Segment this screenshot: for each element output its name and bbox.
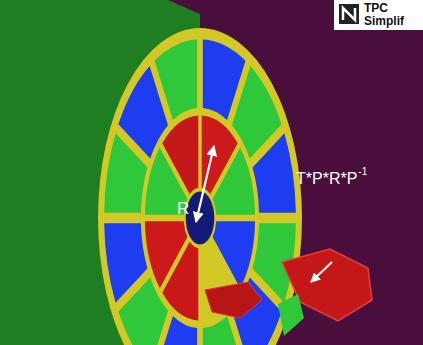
inner-sector: [213, 148, 255, 215]
outer-sector: [104, 223, 147, 302]
math-label: T*P*R*P: [296, 170, 357, 188]
extracted-sector: [205, 249, 372, 336]
logo-text: Simplif: [364, 15, 404, 28]
outer-sector: [155, 39, 198, 120]
outer-sector: [253, 133, 296, 212]
end-plate: [98, 28, 302, 345]
logo-text: TPC: [364, 2, 388, 15]
outer-sector: [203, 316, 246, 345]
center-hole: [186, 191, 215, 244]
cylinder-body: [0, 0, 200, 345]
transform-arrow: [311, 262, 332, 282]
superscript: -1: [358, 166, 367, 177]
math-label: R: [177, 200, 189, 219]
logo: [334, 0, 423, 30]
r-arrow: [196, 146, 214, 222]
inner-sector: [145, 221, 187, 288]
inner-sector: [162, 115, 198, 194]
inner-sector: [213, 221, 255, 288]
disc-rim: [98, 28, 302, 345]
